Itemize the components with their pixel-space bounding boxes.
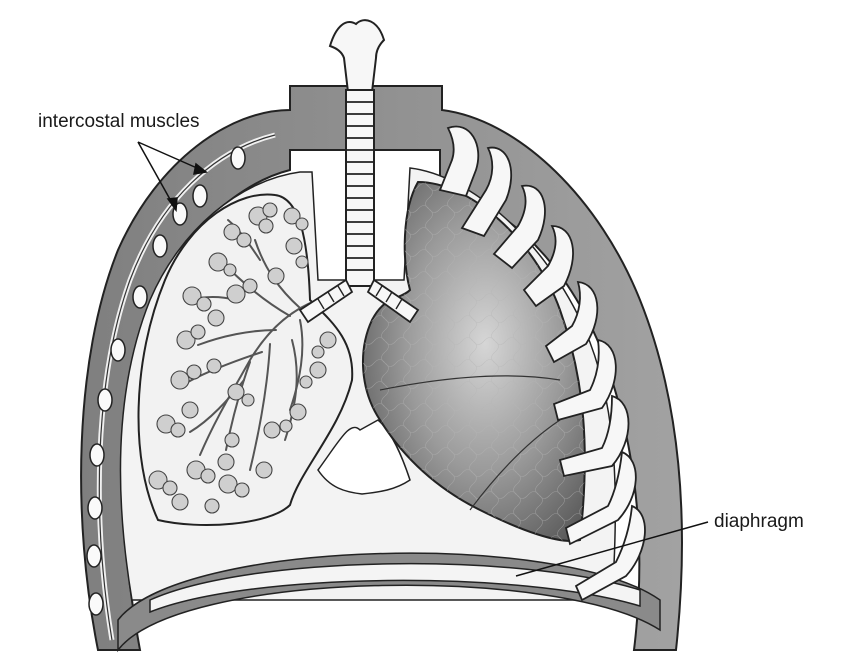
rib-section (132, 285, 148, 309)
rib (564, 450, 637, 546)
pointer-lines (137, 141, 709, 577)
left-lung-section (137, 193, 354, 526)
rib (492, 184, 546, 270)
diaphragm-pointer (515, 521, 709, 577)
rib (544, 280, 599, 364)
rib-section (86, 544, 102, 568)
rib (558, 394, 630, 478)
right-lung-exterior (362, 180, 586, 542)
rib (522, 225, 574, 308)
rib (460, 146, 513, 238)
mediastinum (317, 419, 411, 495)
rib-section (97, 388, 113, 412)
rib-section (152, 234, 168, 258)
rib (574, 504, 646, 602)
intercostal-muscles-label: intercostal muscles (38, 111, 200, 132)
trachea (298, 19, 420, 324)
rib-section (230, 146, 246, 170)
rib-section (89, 443, 105, 467)
rib (552, 338, 617, 422)
rib-section (88, 592, 104, 616)
diaphragm-label: diaphragm (714, 511, 804, 532)
alveoli-clusters (148, 202, 337, 514)
right-ribs (438, 125, 646, 602)
rib (438, 125, 480, 198)
rib-section (87, 496, 103, 520)
rib-section (192, 184, 208, 208)
rib-section (110, 338, 126, 362)
rib-sections-left (86, 146, 246, 616)
